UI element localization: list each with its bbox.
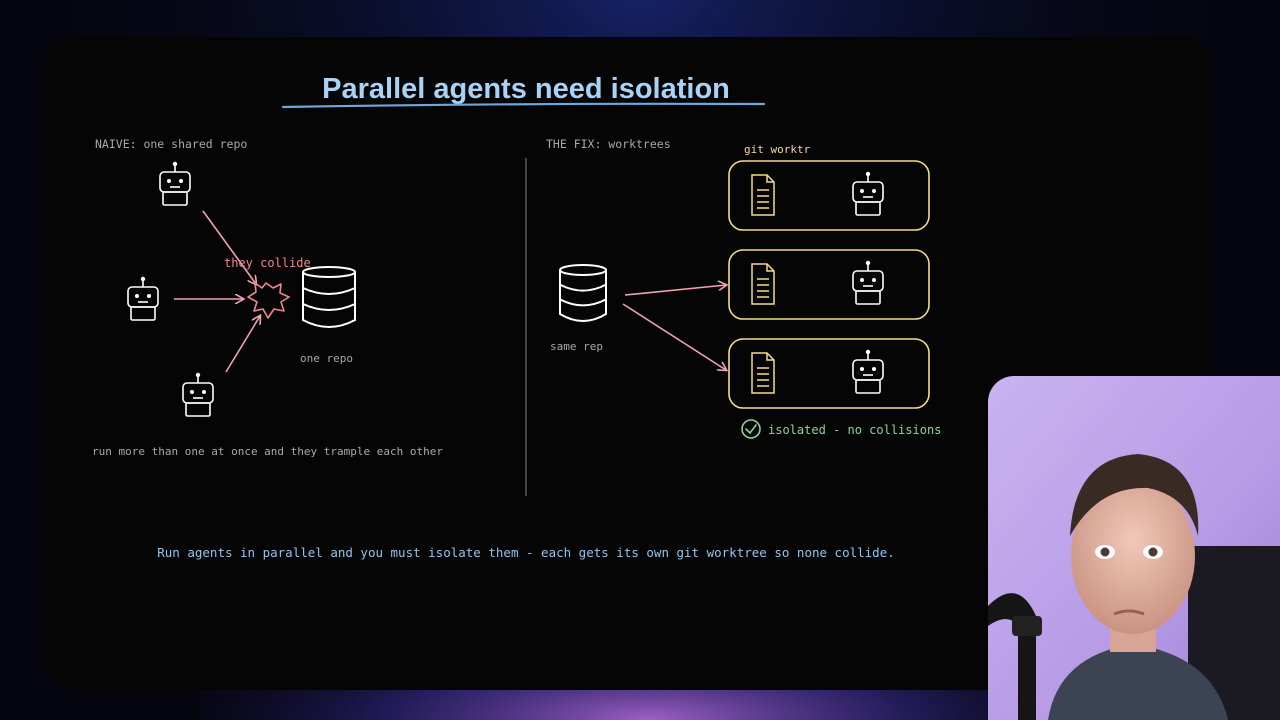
document-icon: [751, 352, 775, 394]
robot-icon: [852, 349, 884, 394]
database-icon: [302, 266, 356, 328]
arrow-to-collision-top: [202, 210, 256, 284]
worktree-box: [728, 338, 930, 409]
arrow-to-worktree-2: [624, 285, 726, 296]
robot-icon: [852, 260, 884, 305]
title-underline: [281, 102, 766, 109]
robot-icon: [159, 161, 191, 206]
robot-icon: [852, 171, 884, 216]
worktree-label: git worktr: [744, 143, 811, 156]
naive-note: run more than one at once and they tramp…: [92, 445, 443, 458]
naive-repo-label: one repo: [300, 352, 353, 365]
database-icon: [559, 264, 607, 322]
robot-icon: [127, 276, 159, 321]
document-icon: [751, 174, 775, 216]
isolation-status: isolated - no collisions: [768, 423, 941, 437]
slide-title: Parallel agents need isolation: [322, 73, 730, 105]
presenter-webcam: [988, 376, 1280, 720]
collide-label: they collide: [224, 256, 311, 270]
worktree-box: [728, 160, 930, 231]
arrow-to-worktree-3: [622, 303, 726, 370]
arrow-to-collision-bottom: [225, 316, 260, 373]
document-icon: [751, 263, 775, 305]
check-circle-icon: [741, 419, 761, 439]
slide-caption: Run agents in parallel and you must isol…: [157, 545, 895, 560]
naive-heading: NAIVE: one shared repo: [95, 137, 247, 151]
robot-icon: [182, 372, 214, 417]
collision-burst-icon: [247, 282, 290, 319]
fix-repo-label: same rep: [550, 340, 603, 353]
fix-heading: THE FIX: worktrees: [546, 137, 671, 151]
worktree-box: [728, 249, 930, 320]
